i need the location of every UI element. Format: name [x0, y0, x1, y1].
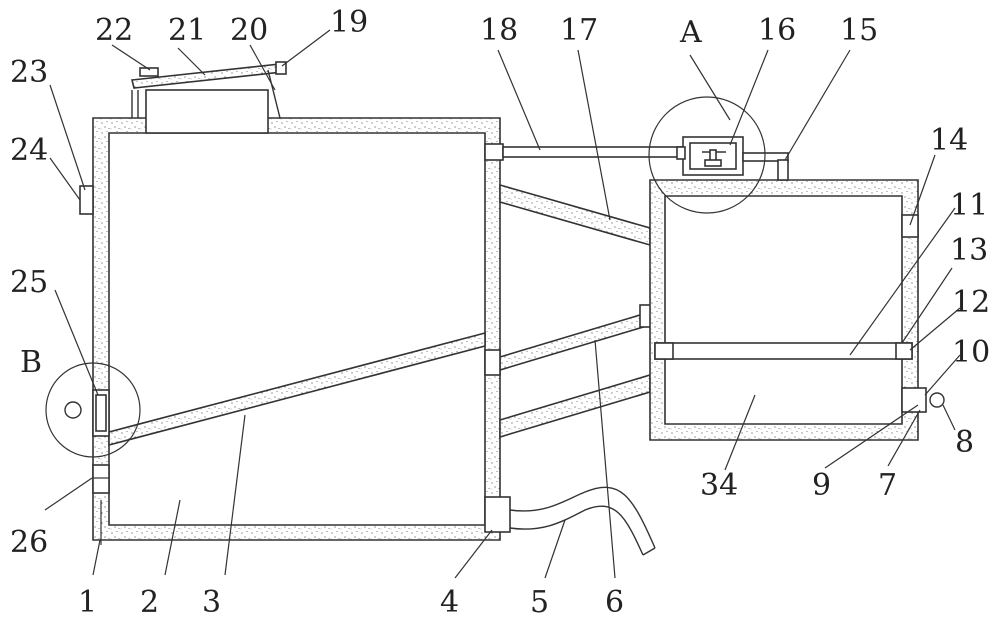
hose — [509, 486, 656, 549]
label-13: 13 — [950, 233, 988, 268]
label-14: 14 — [930, 123, 968, 158]
label-16: 16 — [758, 13, 796, 48]
label-24: 24 — [10, 133, 48, 168]
label-b: B — [20, 345, 42, 380]
label-7: 7 — [878, 468, 897, 503]
drain-knob — [929, 392, 945, 408]
label-21: 21 — [168, 13, 206, 48]
label-25: 25 — [10, 265, 48, 300]
label-18: 18 — [480, 13, 518, 48]
label-1: 1 — [78, 585, 97, 620]
label-17: 17 — [560, 13, 598, 48]
lid-assembly — [131, 61, 287, 119]
return-pipe — [499, 310, 651, 372]
detail-circle-a — [648, 96, 766, 214]
vent-port — [901, 214, 919, 238]
label-4: 4 — [440, 585, 459, 620]
secondary-tank — [649, 179, 919, 441]
feed-hopper — [145, 89, 269, 134]
label-22: 22 — [95, 13, 133, 48]
label-12: 12 — [952, 285, 990, 320]
leader-lines — [44, 29, 961, 579]
secondary-drain — [901, 387, 927, 413]
label-6: 6 — [605, 585, 624, 620]
label-8: 8 — [955, 425, 974, 460]
lid-handle — [139, 67, 159, 77]
label-15: 15 — [840, 13, 878, 48]
label-10: 10 — [952, 335, 990, 370]
filter-rod — [654, 342, 913, 360]
label-20: 20 — [230, 13, 268, 48]
outlet-pipe — [484, 496, 511, 533]
side-switch — [79, 185, 94, 215]
label-26: 26 — [10, 525, 48, 560]
label-34: 34 — [700, 468, 738, 503]
lower-strut — [499, 373, 651, 439]
label-11: 11 — [950, 188, 988, 223]
drain-valve — [92, 464, 110, 494]
label-23: 23 — [10, 55, 48, 90]
main-tank — [92, 89, 501, 541]
label-19: 19 — [330, 5, 368, 40]
label-2: 2 — [140, 585, 159, 620]
label-9: 9 — [812, 468, 831, 503]
hinge-pin — [275, 61, 287, 75]
outlet-knob — [64, 401, 82, 419]
support-strut — [499, 183, 651, 247]
label-3: 3 — [202, 585, 221, 620]
detail-circle-b — [45, 362, 141, 458]
label-5: 5 — [530, 585, 549, 620]
upper-pipe — [502, 146, 684, 158]
label-a: A — [679, 15, 702, 50]
inclined-screen — [108, 331, 486, 447]
